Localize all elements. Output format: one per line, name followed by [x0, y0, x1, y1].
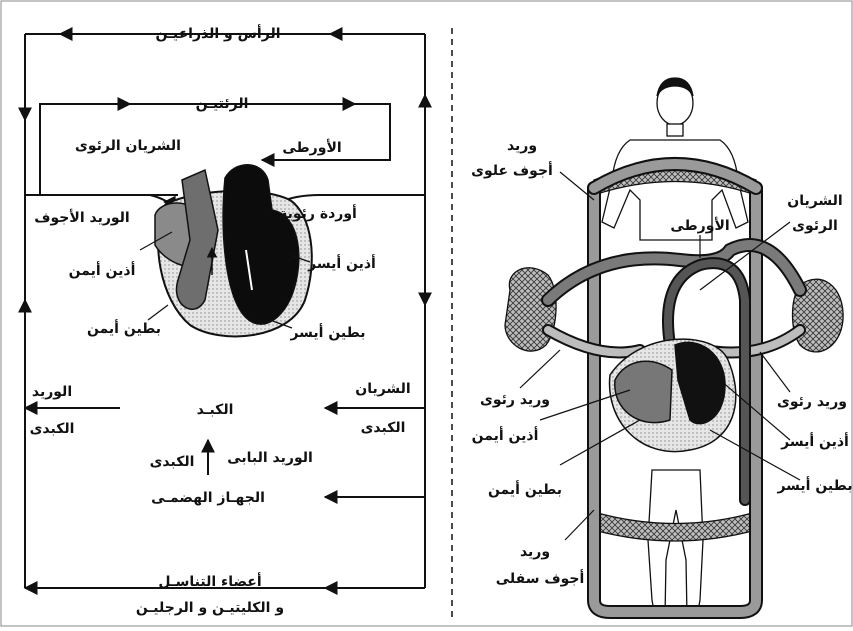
label-pv-left: وريد رئوى — [480, 392, 550, 408]
label-portal-vein-2: الكبدى — [150, 454, 195, 470]
label-portal-vein-1: الوريد البابى — [227, 450, 313, 466]
label-right-ventricle: بطين أيمن — [87, 319, 161, 337]
label-vena-cava: الوريد الأجوف — [34, 209, 129, 226]
label-pv-right: وريد رئوى — [777, 394, 847, 410]
label-pulmonary-veins: أوردة رئوية — [279, 204, 357, 222]
label-left-atrium: أذين أيسر — [307, 254, 376, 272]
label-aorta: الأورطى — [282, 139, 341, 156]
pv-left-leader — [520, 350, 560, 388]
neck — [667, 124, 683, 136]
lower-body — [648, 470, 703, 617]
label-liver: الكبـد — [197, 402, 234, 418]
label-digestive: الجهـاز الهضمـى — [151, 490, 265, 506]
left-heart-shape — [223, 165, 299, 324]
label-ivc-1: وريد — [520, 544, 550, 560]
label-lower-2: و الكليتيـن و الرجليـن — [136, 600, 284, 616]
heart-schematic — [140, 165, 312, 337]
label-lungs: الرئتيـن — [196, 96, 249, 112]
label-head-arms: الرأس و الذراعيـن — [156, 24, 281, 42]
label-hepatic-artery-1: الشريان — [355, 381, 410, 397]
label-pa-1: الشريان — [787, 193, 842, 209]
body-heart — [610, 339, 736, 451]
vena-cava-in — [25, 195, 175, 210]
label-right-atrium: أذين أيمن — [69, 261, 136, 279]
label-la-body: أذين أيسر — [780, 432, 849, 450]
label-pa-2: الرئوى — [792, 218, 838, 234]
label-svc-2: أجوف علوى — [471, 161, 553, 179]
label-svc-1: وريد — [507, 138, 537, 154]
label-lower-1: أعضاء التناسـل — [158, 572, 261, 590]
label-left-ventricle: بطين أيسر — [289, 323, 365, 341]
label-ra-body: أذين أيمن — [472, 426, 539, 444]
label-pulmonary-artery: الشريان الرئوى — [75, 138, 181, 154]
right-lung — [505, 268, 556, 351]
label-aorta-body: الأورطى — [670, 217, 729, 234]
label-hepatic-vein-2: الكبدى — [30, 421, 75, 437]
pv-right-leader — [760, 352, 790, 392]
label-hepatic-vein-1: الوريد — [32, 384, 72, 400]
label-rv-body: بطين أيمن — [488, 480, 562, 498]
label-hepatic-artery-2: الكبدى — [361, 420, 406, 436]
rv-leader — [148, 305, 168, 320]
label-lv-body: بطين أيسر — [776, 476, 852, 494]
label-ivc-2: أجوف سفلى — [496, 569, 585, 587]
